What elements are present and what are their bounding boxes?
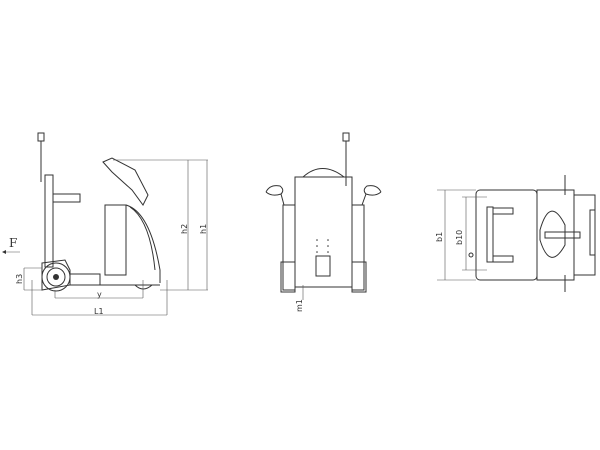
- tow-handle: [52, 193, 81, 203]
- body-block: [104, 204, 127, 276]
- beacon-light-icon: [342, 132, 350, 142]
- label-b10: b10: [455, 230, 464, 245]
- rear-wheel: [134, 284, 153, 290]
- label-y: y: [97, 290, 102, 299]
- right-mirror-icon: [361, 185, 382, 206]
- label-h2: h2: [180, 224, 189, 234]
- headlight-cluster: [302, 168, 345, 178]
- right-wheel: [351, 261, 367, 293]
- front-view: m1: [265, 132, 382, 312]
- cowl: [125, 204, 161, 283]
- top-view: b1 b10: [435, 175, 596, 292]
- rear-column: [44, 174, 54, 268]
- left-mirror-icon: [265, 185, 285, 206]
- label-b1: b1: [435, 232, 444, 242]
- tiller-arm: [102, 157, 149, 206]
- label-m1: m1: [295, 299, 304, 312]
- label-force: F: [9, 236, 17, 250]
- side-view: F h3 y L1 h2 h1: [2, 132, 208, 316]
- label-h3: h3: [15, 274, 24, 284]
- label-h1: h1: [199, 224, 208, 234]
- label-L1: L1: [94, 307, 104, 316]
- beacon-light-icon: [37, 132, 45, 142]
- steering-yoke: [539, 210, 566, 258]
- left-wheel: [280, 261, 296, 293]
- front-body: [294, 176, 353, 288]
